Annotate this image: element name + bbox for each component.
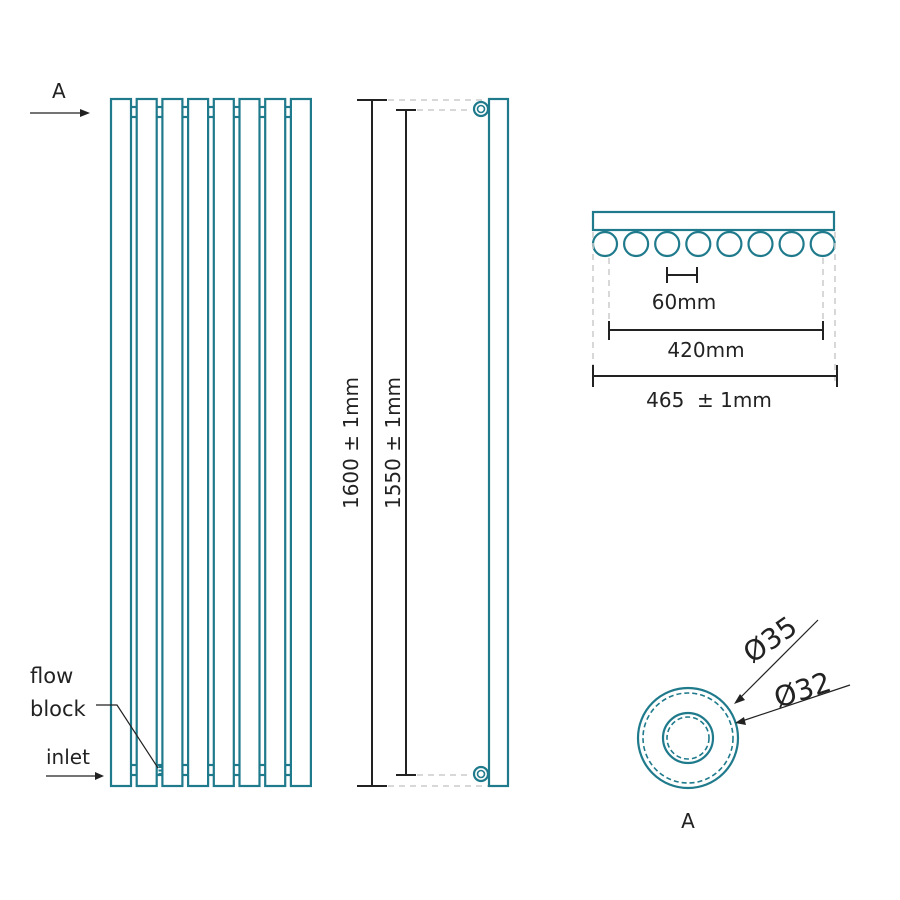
side-view [472,97,510,788]
radiator-column [212,97,235,788]
radiator-column [238,97,261,788]
radiator-column [109,97,133,788]
height-dimension-1600: 1600 ± 1mm [339,99,488,787]
inner-diameter-label: Ø32 [770,665,835,714]
front-view [109,97,312,788]
height-centres-label: 1550 ± 1mm [381,377,405,509]
column-section-circle [622,230,650,258]
radiator-column [161,97,184,788]
column-section-circle [747,230,774,258]
flow-block-label-2: block [30,697,87,721]
height-overall-label: 1600 ± 1mm [339,377,363,509]
column-section-circle [778,230,805,258]
radiator-column [135,97,158,788]
column-pitch-label: 60mm [652,290,716,314]
outer-diameter-label: Ø35 [737,610,803,670]
view-a-label: A [52,79,66,103]
column-section-circle [591,230,619,258]
centres-width-label: 420mm [667,338,744,362]
column-section-circle [654,230,681,258]
column-section-circle [716,230,743,258]
section-a-label: A [681,809,695,833]
radiator-column [187,97,210,788]
section-a: Ø35 Ø32 A [636,610,851,833]
radiator-column [264,97,287,788]
radiator-column [289,97,312,788]
top-view: 60mm 420mm 465 ± 1mm [591,210,838,412]
height-dimension-1550: 1550 ± 1mm [381,109,472,776]
flow-block-callout: flow block inlet [30,664,159,780]
column-section-circle [685,230,712,258]
column-section-circle [809,230,836,258]
view-a-arrow: A [30,79,90,117]
inlet-label: inlet [46,745,90,769]
flow-block-label-1: flow [30,664,73,688]
overall-width-label: 465 ± 1mm [646,388,772,412]
